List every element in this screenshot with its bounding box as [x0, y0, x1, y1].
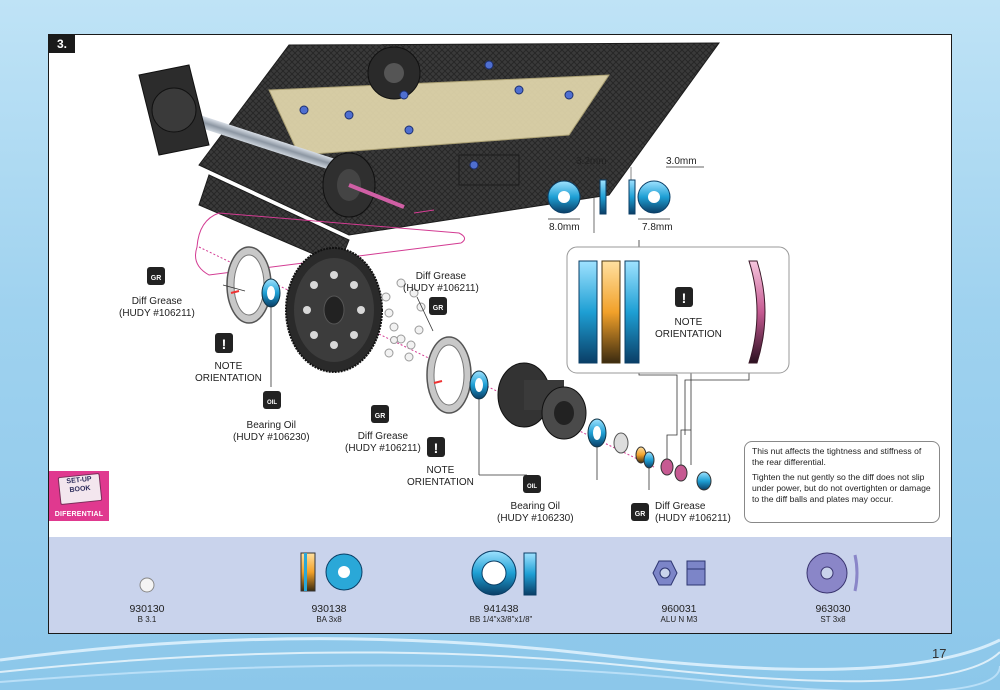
- diff-balls: [381, 278, 426, 362]
- svg-text:!: !: [434, 440, 439, 456]
- diff-plate-right: [426, 336, 472, 414]
- label-text: (HUDY #106211): [403, 283, 479, 294]
- diff-plate-left: [226, 246, 272, 324]
- grease-icon: GR: [371, 405, 389, 423]
- part-item: 941438 BB 1/4"x3/8"x1/8": [441, 547, 561, 631]
- instruction-sheet: 3.: [48, 34, 952, 634]
- part-desc: BB 1/4"x3/8"x1/8": [469, 615, 533, 624]
- part-desc: BA 3x8: [316, 615, 342, 624]
- shim-diameter-left: 8.0mm: [549, 222, 580, 233]
- note-paragraph: This nut affects the tightness and stiff…: [752, 446, 922, 467]
- label-text: (HUDY #106230): [497, 513, 574, 524]
- bearing-left: [261, 278, 281, 308]
- shim-thickness-right: 3.0mm: [666, 156, 697, 167]
- label-text: NOTE: [426, 465, 455, 476]
- background-swoosh: [0, 637, 1000, 690]
- grease-icon: GR: [429, 297, 447, 315]
- part-desc: B 3.1: [137, 615, 157, 624]
- washer-icon: [806, 552, 859, 594]
- label-text: (HUDY #106211): [345, 443, 421, 454]
- shim-diameter-right: 7.8mm: [642, 222, 673, 233]
- warning-icon: !: [215, 333, 233, 353]
- label-diff-grease: Diff Grease(HUDY #106211): [655, 501, 731, 525]
- part-item: 930138 BA 3x8: [269, 547, 389, 631]
- exploded-diagram: GR ! OIL GR GR ! OIL GR: [138, 42, 790, 521]
- book-line: BOOK: [69, 484, 91, 495]
- diff-hub: [497, 362, 587, 440]
- step-number: 3.: [49, 35, 75, 53]
- nut-icon: [652, 560, 706, 586]
- orientation-detail-box: [566, 246, 790, 374]
- label-diff-grease: Diff Grease(HUDY #106211): [345, 431, 421, 455]
- grease-icon: GR: [631, 503, 649, 521]
- oil-icon: OIL: [523, 475, 541, 493]
- grease-icon: GR: [147, 267, 165, 285]
- shim-left-icon: [547, 166, 614, 233]
- label-text: ORIENTATION: [195, 373, 262, 384]
- thrust-bearing-icon: [300, 552, 363, 592]
- label-diff-grease: Diff Grease(HUDY #106211): [403, 271, 479, 295]
- part-code: 930138: [311, 603, 347, 615]
- svg-text:GR: GR: [635, 511, 646, 518]
- part-item: 930130 B 3.1: [87, 547, 207, 631]
- label-text: Diff Grease: [415, 271, 467, 282]
- part-desc: ALU N M3: [660, 615, 698, 624]
- shim-thickness-left: 3.2mm: [576, 156, 607, 167]
- warning-icon: !: [675, 287, 693, 307]
- tightening-note: This nut affects the tightness and stiff…: [744, 441, 940, 523]
- label-text: NOTE: [214, 361, 243, 372]
- svg-text:OIL: OIL: [527, 484, 537, 490]
- label-diff-grease: Diff Grease(HUDY #106211): [119, 296, 195, 320]
- label-text: ORIENTATION: [407, 477, 474, 488]
- spur-gear: [285, 247, 383, 373]
- setup-book-icon: SET-UP BOOK: [57, 472, 103, 506]
- svg-text:GR: GR: [433, 305, 444, 312]
- part-code: 941438: [483, 603, 519, 615]
- label-text: NOTE: [674, 317, 703, 328]
- label-text: (HUDY #106230): [233, 432, 310, 443]
- svg-text:OIL: OIL: [267, 400, 277, 406]
- label-text: Bearing Oil: [510, 501, 560, 512]
- svg-text:GR: GR: [151, 275, 162, 282]
- note-paragraph: Tighten the nut gently so the diff does …: [752, 472, 931, 504]
- label-bearing-oil: Bearing Oil(HUDY #106230): [233, 420, 310, 444]
- book-line: SET-UP: [66, 475, 93, 486]
- rear-axle: [138, 64, 405, 218]
- svg-text:GR: GR: [375, 413, 386, 420]
- label-text: ORIENTATION: [655, 329, 722, 340]
- ball-bearing-icon: [471, 550, 537, 596]
- label-text: Diff Grease: [131, 296, 183, 307]
- svg-text:!: !: [682, 290, 687, 306]
- setup-book-badge[interactable]: SET-UP BOOK DIFERENTIAL: [49, 471, 109, 521]
- label-bearing-oil: Bearing Oil(HUDY #106230): [497, 501, 574, 525]
- label-text: Diff Grease: [357, 431, 409, 442]
- parts-list: 930130 B 3.1 930138 BA 3x8 941438 BB 1/4…: [49, 537, 951, 633]
- warning-icon: !: [427, 437, 445, 457]
- bearing-right: [587, 418, 607, 448]
- part-item: 963030 ST 3x8: [773, 547, 893, 631]
- bearing-middle: [469, 370, 489, 400]
- part-code: 963030: [815, 603, 851, 615]
- ball-icon: [139, 577, 155, 593]
- label-text: (HUDY #106211): [119, 308, 195, 319]
- washer-stack: [613, 432, 712, 491]
- oil-icon: OIL: [263, 391, 281, 409]
- svg-text:!: !: [222, 336, 227, 352]
- label-text: (HUDY #106211): [655, 513, 731, 524]
- chassis-plate: [198, 42, 720, 266]
- part-code: 930130: [129, 603, 165, 615]
- part-item: 960031 ALU N M3: [619, 547, 739, 631]
- label-text: Diff Grease: [655, 501, 706, 512]
- part-desc: ST 3x8: [820, 615, 846, 624]
- setup-book-caption: DIFERENTIAL: [54, 511, 104, 518]
- page-number: 17: [932, 646, 947, 661]
- part-code: 960031: [661, 603, 697, 615]
- shim-right-icon: [628, 166, 704, 220]
- label-text: Bearing Oil: [246, 420, 296, 431]
